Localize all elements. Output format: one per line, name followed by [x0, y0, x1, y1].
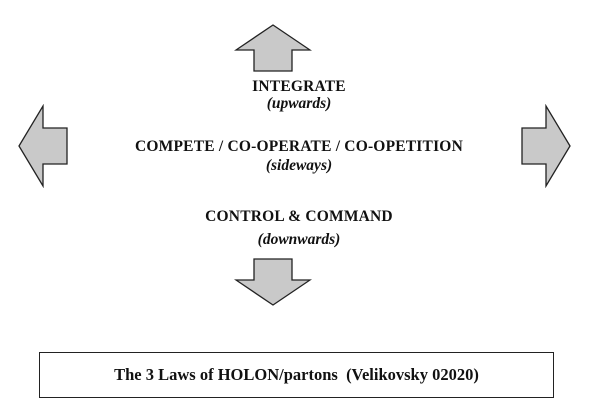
control-command-label: CONTROL & COMMAND	[205, 208, 393, 225]
integrate-label: INTEGRATE	[252, 78, 346, 95]
caption-text: The 3 Laws of HOLON/partons (Velikovsky …	[114, 365, 479, 384]
upwards-label: (upwards)	[266, 95, 332, 112]
compete-cooperate-label: COMPETE / CO-OPERATE / CO-OPETITION	[135, 138, 463, 155]
arrow-right-icon	[521, 104, 571, 188]
sideways-label: (sideways)	[265, 157, 333, 174]
arrow-up-icon	[234, 24, 312, 72]
arrow-down-icon	[234, 258, 312, 306]
caption-box: The 3 Laws of HOLON/partons (Velikovsky …	[39, 352, 554, 398]
downwards-label: (downwards)	[257, 231, 341, 248]
arrow-left-icon	[18, 104, 68, 188]
